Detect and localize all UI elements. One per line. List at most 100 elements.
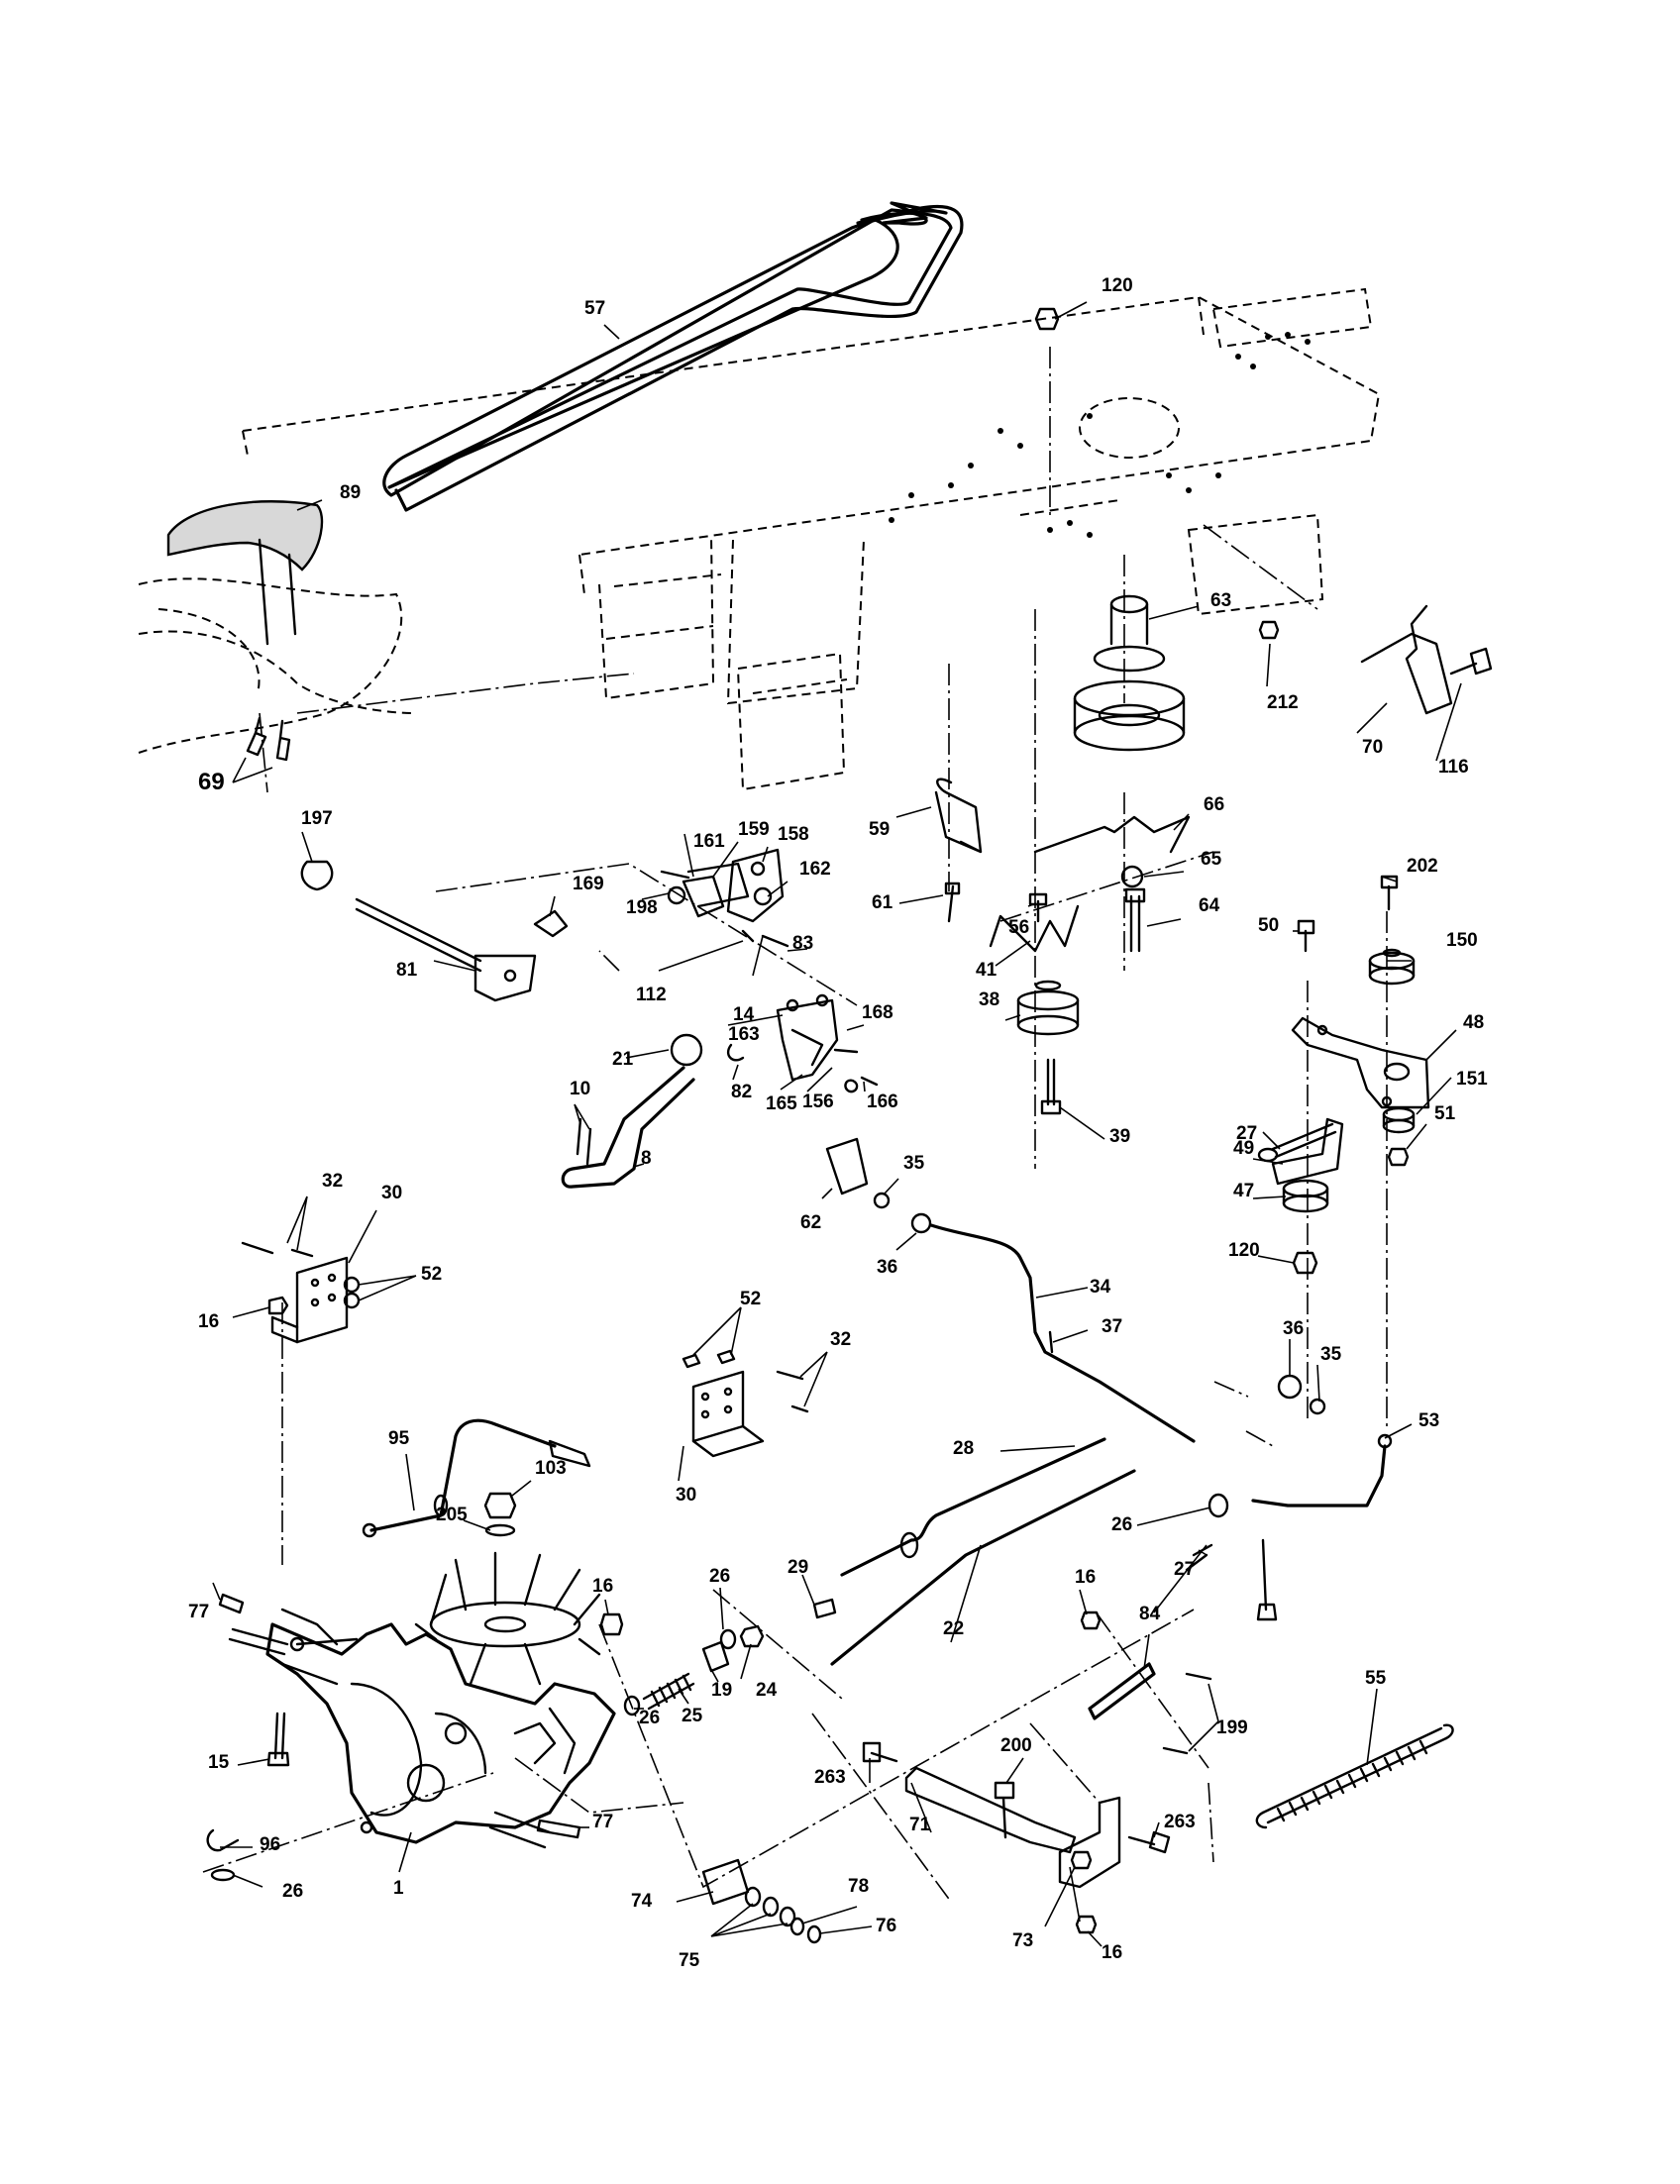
- bracket-group-158: [660, 848, 789, 948]
- nut-51: [1387, 1147, 1410, 1167]
- callout-lock-nut-120: 120: [1102, 275, 1133, 296]
- brake-rod-34: [929, 1223, 1196, 1443]
- bolts-199: [1162, 1672, 1212, 1755]
- callout-bolts-10: 10: [570, 1079, 590, 1099]
- callout-clutch-rod-28: 28: [953, 1438, 974, 1459]
- callout-key-77: 77: [188, 1602, 209, 1622]
- nut-103: [483, 1492, 517, 1519]
- nut-16b: [599, 1612, 624, 1636]
- callout-nut-103: 103: [535, 1458, 567, 1479]
- callout-washer-36: 36: [1283, 1318, 1304, 1339]
- bolt-56: [1028, 892, 1048, 923]
- callout-bolt-263: 263: [1164, 1812, 1196, 1832]
- callout-bolt-56: 56: [1008, 917, 1029, 938]
- transaxle: [265, 1608, 616, 1844]
- knob-21: [670, 1033, 703, 1067]
- axle-stub-left: [228, 1627, 289, 1656]
- bolt-200: [994, 1781, 1015, 1839]
- callout-nut-16: 16: [1075, 1567, 1096, 1588]
- callout-washer-78: 78: [848, 1876, 869, 1897]
- bolt-50: [1297, 919, 1315, 953]
- callout-ferrule-29: 29: [788, 1557, 808, 1578]
- callout-bracket-165: 165: [766, 1093, 797, 1114]
- callout-idler-arm-48: 48: [1463, 1012, 1484, 1033]
- bolt-27-vertical: [1256, 1538, 1278, 1621]
- bracket-30-center: [691, 1370, 765, 1458]
- v-idler-47: [1282, 1179, 1329, 1213]
- shift-lever: [561, 1066, 695, 1189]
- callout-screw-166: 166: [867, 1092, 898, 1112]
- callout-bolt-50: 50: [1258, 915, 1279, 936]
- callout-belt-keeper-wire-66: 66: [1204, 794, 1224, 815]
- callout-spring-55: 55: [1365, 1668, 1387, 1689]
- callout-bolt-64: 64: [1199, 895, 1220, 916]
- bolts-32-center: [776, 1370, 809, 1413]
- callout-belt-keeper-70: 70: [1362, 737, 1383, 758]
- bolt-116: [1449, 647, 1493, 676]
- callout-flat-idler-151: 151: [1456, 1069, 1488, 1090]
- drive-belt-loop: [394, 204, 964, 512]
- callout-plate-158: 158: [778, 824, 809, 845]
- callout-washer-65: 65: [1201, 849, 1222, 870]
- washer-26d: [210, 1868, 236, 1882]
- washer-36b: [1277, 1374, 1303, 1400]
- assembly-lines: [202, 347, 1388, 1903]
- nuts-16d: [1070, 1850, 1098, 1934]
- callout-shift-rod-95: 95: [388, 1428, 410, 1449]
- spacer-19: [701, 1640, 730, 1673]
- cooling-fan: [414, 1551, 601, 1686]
- flat-idler-150: [1368, 948, 1416, 986]
- nut-16c: [1080, 1611, 1102, 1630]
- callout-washer-26: 26: [639, 1708, 660, 1728]
- bolt-263a: [862, 1741, 898, 1763]
- idler-arm-48: [1291, 1016, 1430, 1109]
- callout-brake-rod-34: 34: [1090, 1277, 1111, 1298]
- callout-rod-53: 53: [1418, 1410, 1439, 1431]
- callout-washer-112: 112: [636, 985, 667, 1005]
- idler-pulley-63: [1073, 594, 1186, 752]
- callout-drive-belt-57: 57: [584, 298, 605, 319]
- callout-nut-24: 24: [756, 1680, 778, 1701]
- bracket-30-top: [270, 1256, 361, 1344]
- nut-16-top: [267, 1296, 289, 1315]
- belt-guide-41: [989, 904, 1080, 953]
- bolt-263b: [1127, 1830, 1171, 1854]
- callout-bolts-32: 32: [322, 1171, 343, 1192]
- callout-bracket-163: 163: [728, 1024, 760, 1045]
- bushing-62: [825, 1137, 869, 1196]
- bolts-10: [576, 1117, 592, 1166]
- leader-lines: [212, 301, 1462, 1947]
- nuts-52-center: [682, 1349, 736, 1369]
- callout-bolt-116: 116: [1438, 757, 1469, 778]
- callout-key-77: 77: [592, 1812, 613, 1832]
- link-84: [1088, 1662, 1156, 1720]
- shift-rod-95: [362, 1418, 591, 1538]
- callout-belt-guide-59: 59: [869, 819, 890, 840]
- callout-bushing-197: 197: [301, 808, 333, 829]
- callout-bracket-30: 30: [381, 1183, 402, 1203]
- cross-shaft: [355, 897, 537, 1002]
- spring-55: [1255, 1723, 1454, 1829]
- callout-bolt-15: 15: [208, 1752, 230, 1773]
- nut-24: [739, 1624, 765, 1648]
- belt-guide-59: [934, 778, 983, 854]
- callout-ring-76: 76: [876, 1916, 896, 1936]
- belt-keeper-70: [1360, 604, 1453, 715]
- belt-keeper-49: [1271, 1117, 1344, 1186]
- callout-spacer-162: 162: [799, 859, 831, 880]
- axle-stub-right: [488, 1811, 552, 1849]
- callout-pedal-pad-89: 89: [340, 482, 361, 503]
- callout-v-idler-47: 47: [1233, 1181, 1254, 1201]
- washer-26b: [719, 1628, 737, 1650]
- callout-eyebolt-27: 27: [1236, 1123, 1257, 1144]
- callout-bolt-202: 202: [1407, 856, 1438, 877]
- callout-pin-37: 37: [1102, 1316, 1122, 1337]
- callout-lock-nut-120: 120: [1228, 1240, 1260, 1261]
- callout-shift-lever-8: 8: [641, 1148, 652, 1169]
- ferrule-29: [812, 1598, 837, 1619]
- washer-26c: [623, 1695, 641, 1716]
- spring-25: [642, 1672, 695, 1711]
- bolt-202: [1380, 875, 1399, 911]
